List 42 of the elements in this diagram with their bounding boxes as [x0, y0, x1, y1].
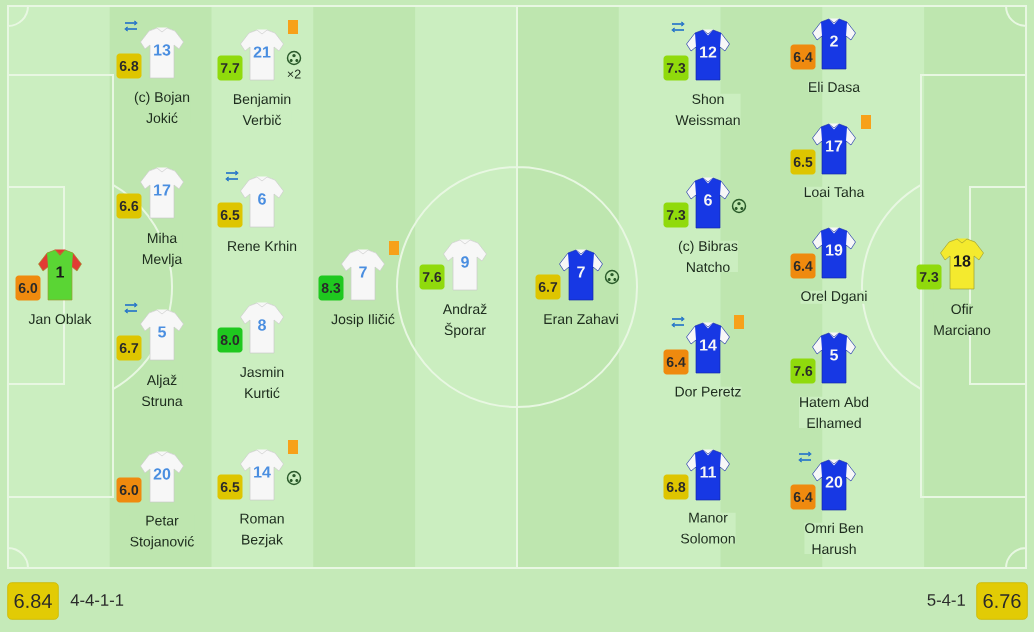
player-name: Jan Oblak: [28, 313, 92, 325]
rating-badge: 6.4: [790, 44, 816, 70]
player-name: Manor Solomon: [680, 512, 736, 544]
jersey: 14: [240, 449, 284, 501]
jersey: 7: [341, 249, 385, 301]
player-name: Shon Weissman: [675, 93, 741, 126]
player-name: Benjamin Verbič: [232, 93, 292, 126]
jersey: 1: [38, 249, 82, 301]
player-name: Dor Peretz: [674, 386, 742, 397]
jersey: 8: [240, 302, 284, 354]
jersey: 14: [686, 322, 730, 374]
player-name: Omri Ben Harush: [804, 522, 864, 555]
jersey: 6: [240, 176, 284, 228]
player-name: Andraž Šporar: [442, 303, 488, 338]
jersey: 6: [686, 177, 730, 229]
jersey: 11: [686, 449, 730, 501]
player-name: (c) Bojan Jokić: [134, 91, 190, 124]
player-name: (c) Bibras Natcho: [678, 240, 738, 273]
jersey: 12: [686, 29, 730, 81]
formation-label: 5-4-1: [927, 594, 965, 606]
jersey: 5: [140, 309, 184, 361]
jersey: 17: [140, 167, 184, 219]
jersey: 13: [140, 27, 184, 79]
player-name: Roman Bezjak: [239, 513, 285, 548]
player-name: Rene Krhin: [227, 240, 298, 252]
player-name: Eli Dasa: [807, 81, 861, 93]
player-name: Loai Taha: [803, 186, 865, 198]
player-name: Josip Iličić: [331, 313, 395, 327]
team-rating-badge: 6.76: [976, 582, 1028, 620]
player-name: Aljaž Struna: [141, 374, 183, 407]
jersey: 21: [240, 29, 284, 81]
formation-label: 4-4-1-1: [70, 594, 124, 606]
player-name: Petar Stojanović: [129, 515, 195, 550]
jersey: 9: [443, 239, 487, 291]
jersey: 18: [940, 238, 984, 290]
jersey: 20: [140, 451, 184, 503]
player-name: Eran Zahavi: [543, 313, 619, 325]
jersey: 7: [559, 249, 603, 301]
goal-count: ×2: [287, 69, 301, 79]
player-name: Hatem Abd Elhamed: [799, 396, 870, 429]
player-name: Ofir Marciano: [933, 303, 991, 336]
team-rating-badge: 6.84: [7, 582, 59, 620]
